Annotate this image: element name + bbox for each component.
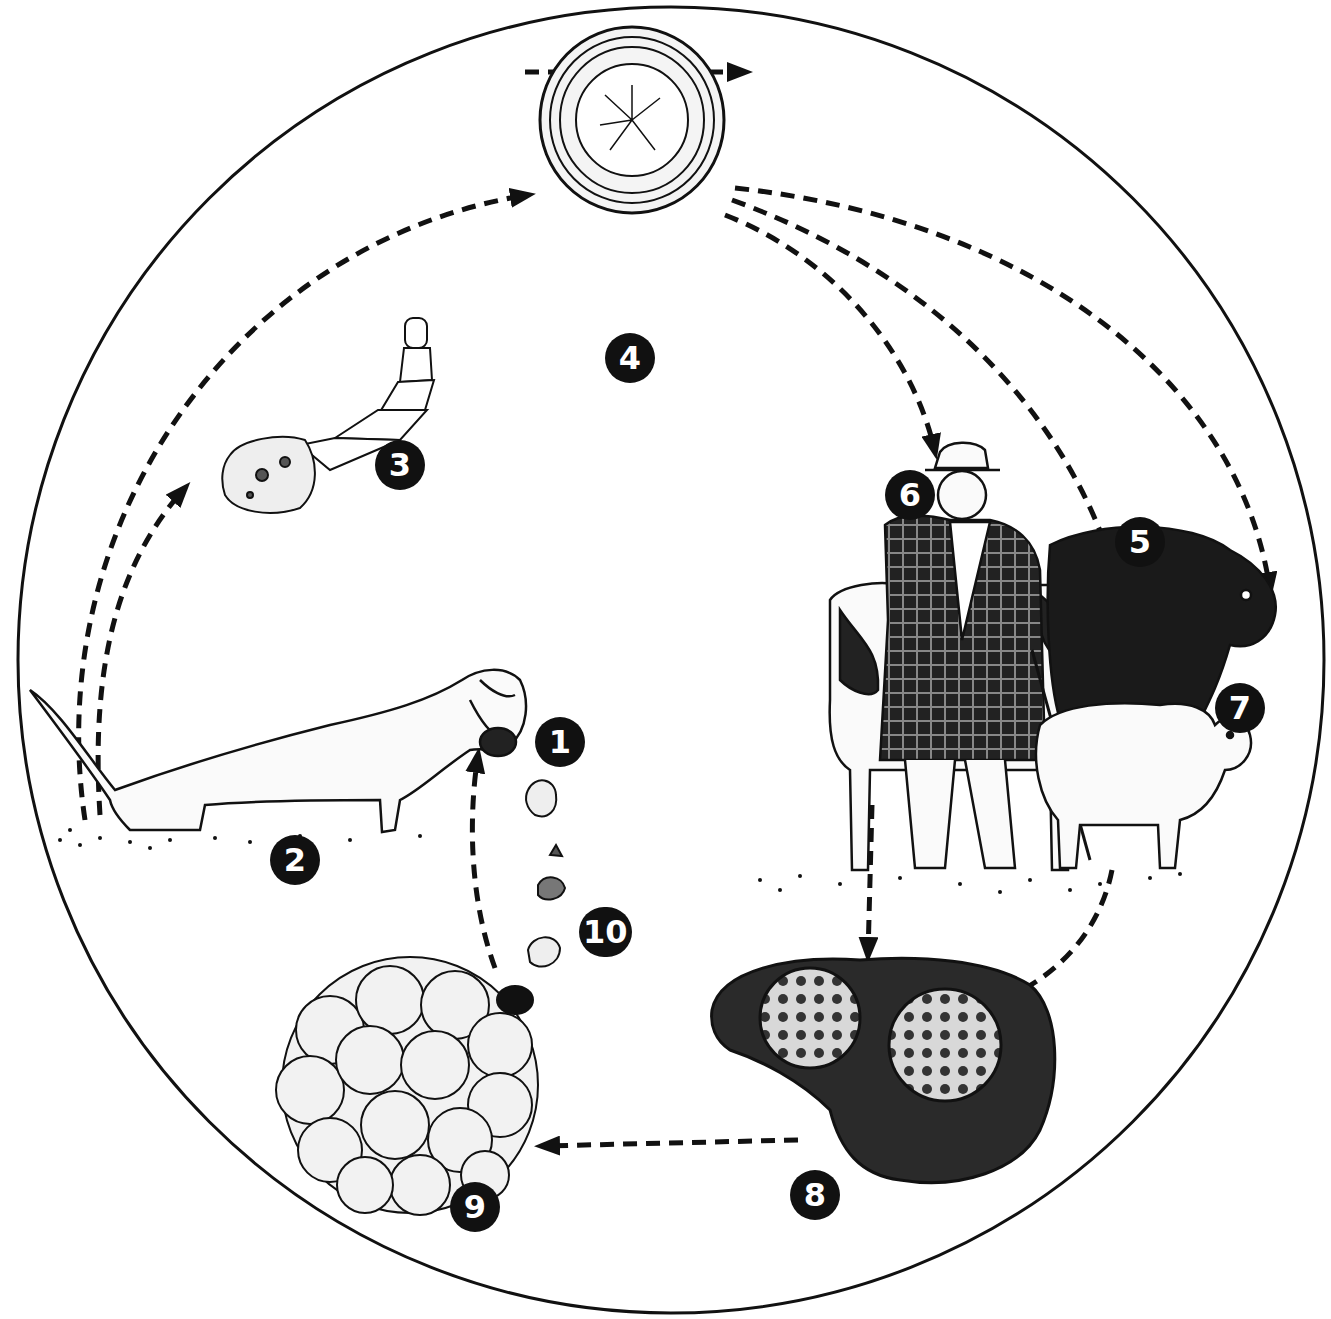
callout-number: 9 xyxy=(450,1182,500,1232)
callout-number: 10 xyxy=(579,907,632,957)
callout-number: 5 xyxy=(1115,517,1165,567)
callout-number: 1 xyxy=(535,717,585,767)
callout-number: 6 xyxy=(885,470,935,520)
callout-number: 8 xyxy=(790,1170,840,1220)
callout-number: 7 xyxy=(1215,683,1265,733)
callout-number: 3 xyxy=(375,440,425,490)
callout-number: 4 xyxy=(605,333,655,383)
callout-number: 2 xyxy=(270,835,320,885)
